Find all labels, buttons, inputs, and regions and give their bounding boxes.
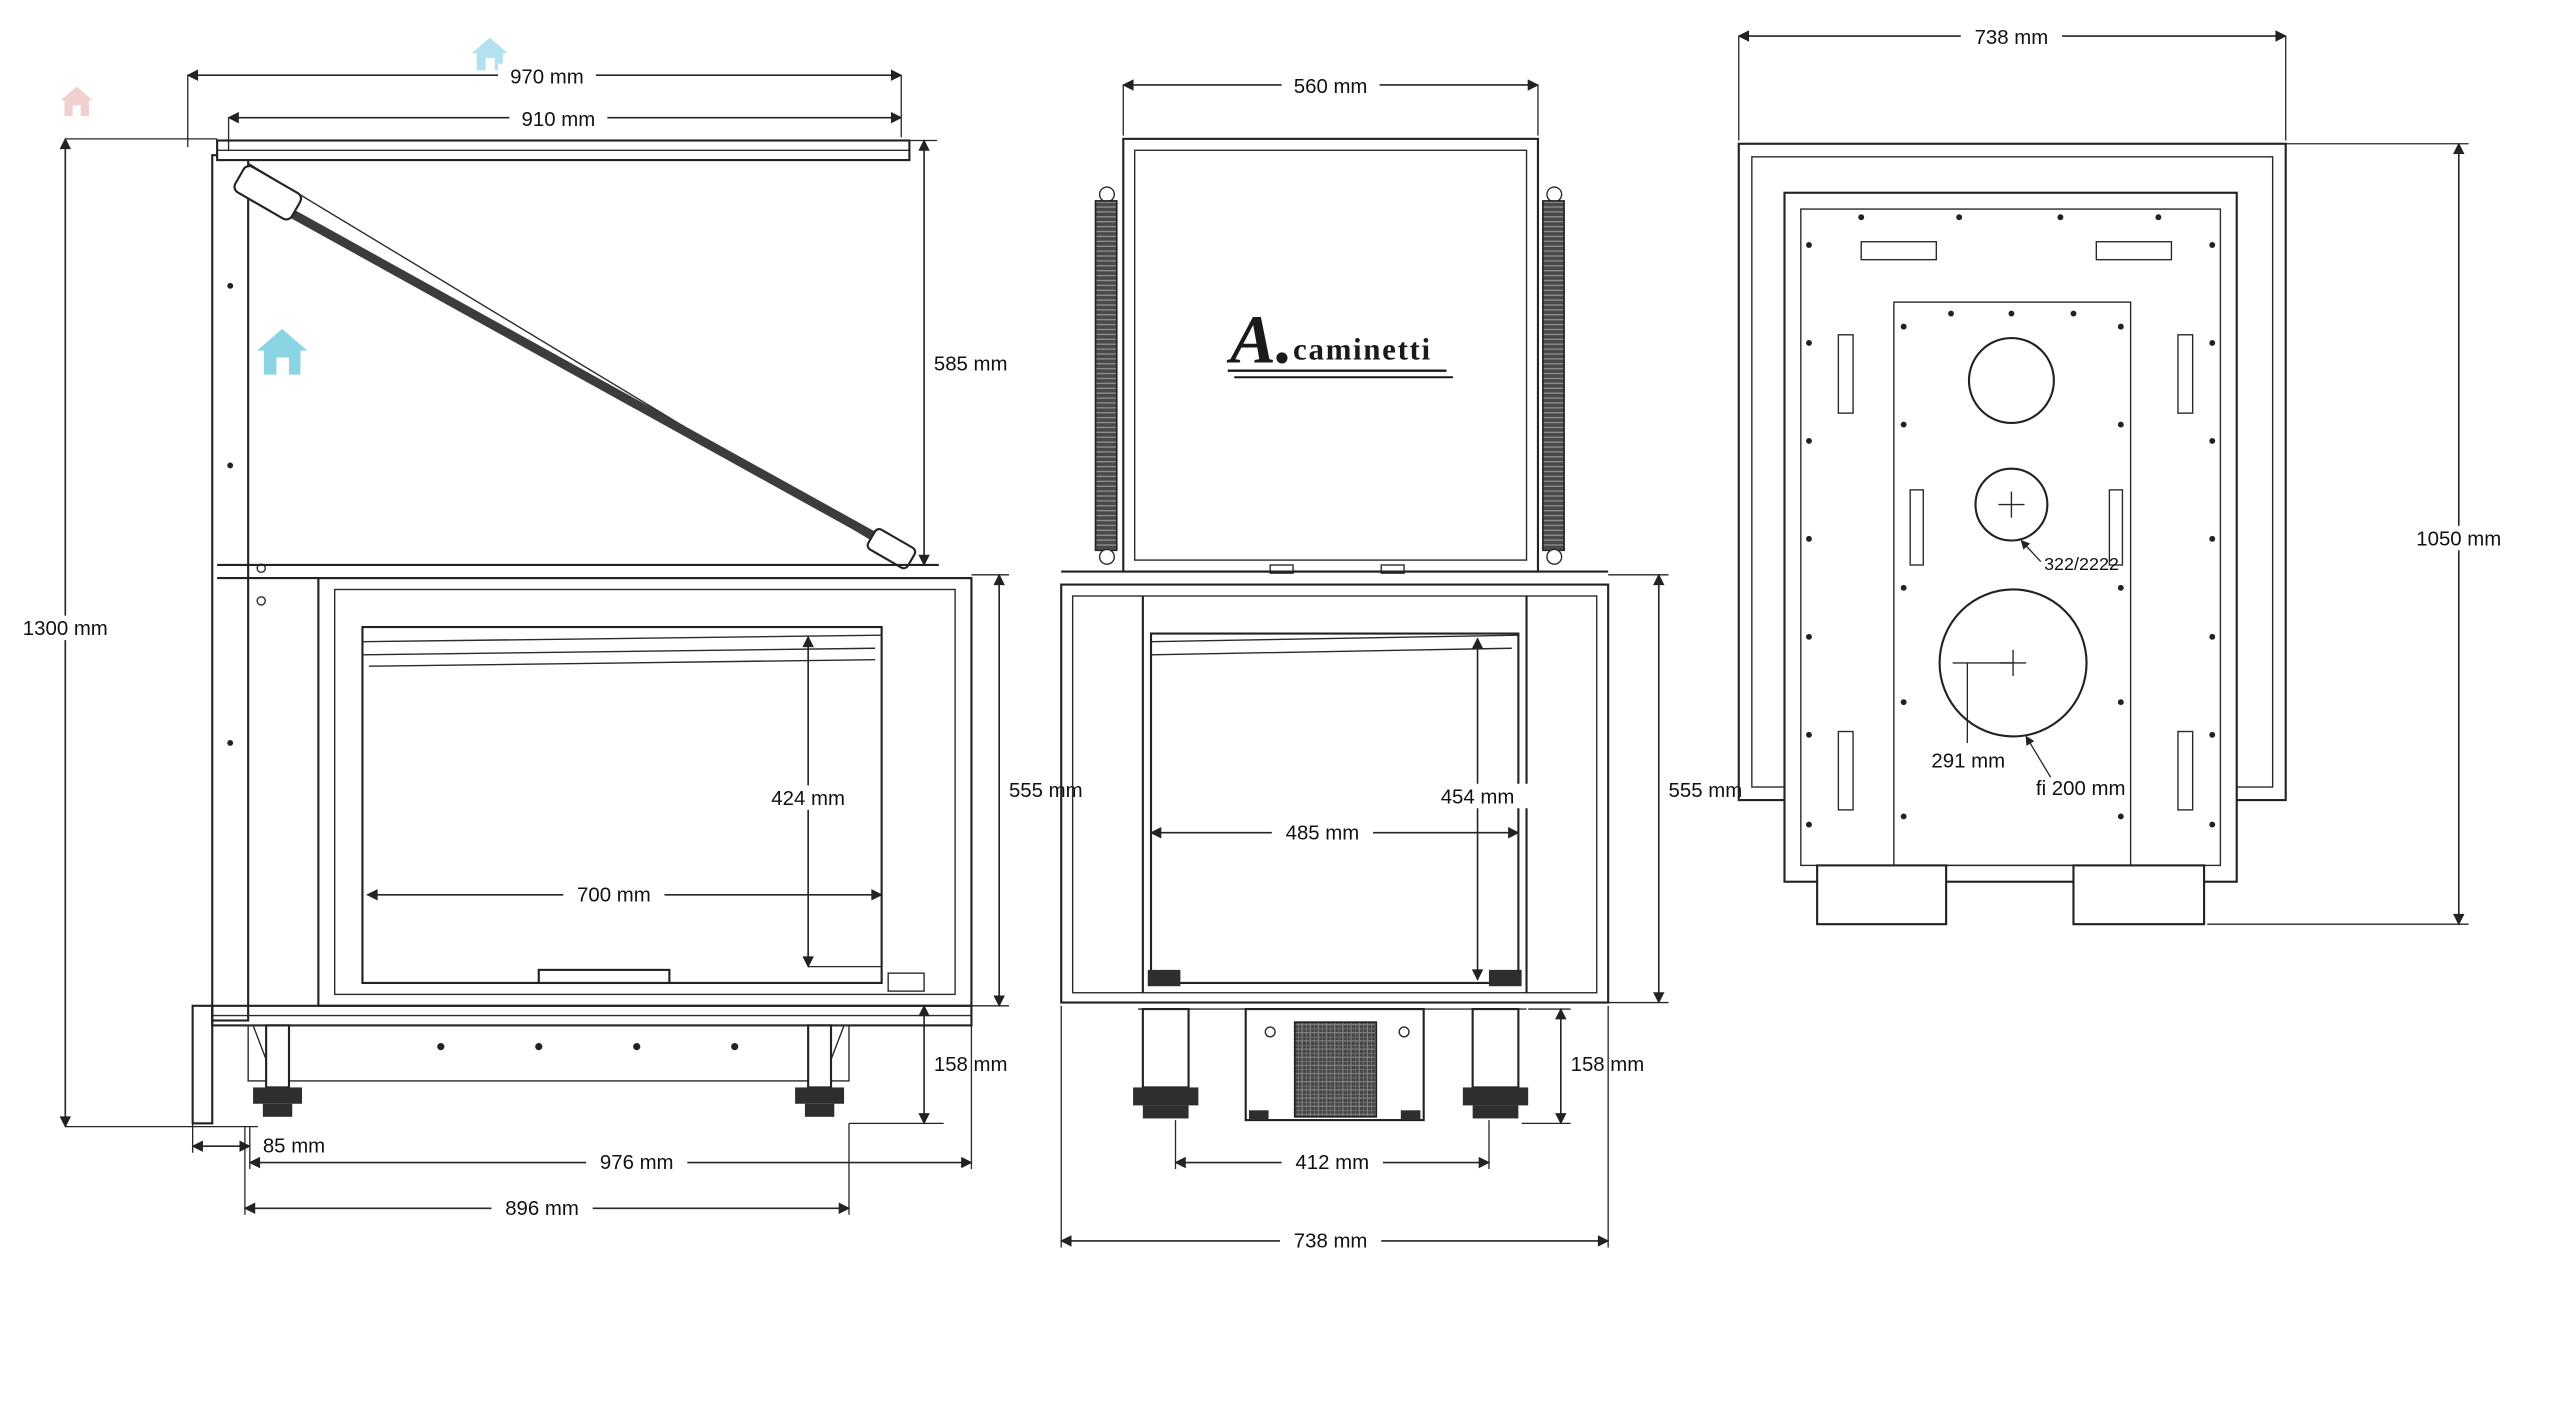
right-rail [1542, 186, 1565, 565]
dim-label-485: 485 mm [1286, 822, 1360, 844]
firebox-front [317, 576, 973, 1007]
dim-label-424: 424 mm [771, 788, 845, 810]
flue-outlet [1938, 588, 2088, 738]
dim-label-412: 412 mm [1295, 1152, 1369, 1174]
dim-label-976: 976 mm [600, 1152, 674, 1174]
upper-outlet [1967, 336, 2055, 425]
dim-label-454: 454 mm [1441, 786, 1515, 808]
side-view: A. caminetti [1060, 73, 1754, 1252]
left-foot [253, 1087, 303, 1104]
base-side [1133, 1008, 1529, 1122]
strut-end [866, 528, 917, 570]
dim-label-front-158: 158 mm [934, 1054, 1008, 1076]
rear-view: 738 mm 1050 mm 322/2222 291 mm fi 200 mm [1737, 24, 2512, 926]
rear-right-leg [2072, 864, 2206, 926]
dim-label-1050: 1050 mm [2416, 528, 2501, 550]
front-view: 1300 mm 970 mm 910 mm 585 mm 555 mm [17, 63, 1094, 1220]
base-front [211, 1004, 973, 1117]
closed-door [1122, 137, 1540, 574]
dim-label-flue: fi 200 mm [2036, 778, 2126, 800]
right-foot-stem [807, 1024, 833, 1089]
back-panel [1783, 191, 2238, 883]
firebox-side [1060, 570, 1610, 1004]
home-icon [256, 328, 308, 375]
dim-label-896: 896 mm [505, 1198, 579, 1220]
rear-dimensions: 738 mm 1050 mm 322/2222 291 mm fi 200 mm [1737, 24, 2512, 926]
panel-bolts [1806, 214, 2216, 828]
dim-label-side-555: 555 mm [1669, 780, 1743, 802]
vent-grill [1293, 1021, 1378, 1118]
vent-slots [1837, 241, 2194, 811]
outlet-spec-label: 322/2222 [2044, 554, 2119, 574]
dim-label-1300: 1300 mm [23, 618, 108, 640]
front-dimensions: 1300 mm 970 mm 910 mm 585 mm 555 mm [17, 63, 1094, 1220]
rear-left-leg [1816, 864, 1948, 926]
center-plate [1893, 301, 2132, 867]
hinge-cylinder [233, 165, 303, 221]
dim-label-560: 560 mm [1294, 76, 1368, 98]
dim-label-rear-738: 738 mm [1975, 27, 2049, 49]
dim-label-910: 910 mm [522, 109, 596, 131]
dim-label-front-555: 555 mm [1009, 780, 1083, 802]
home-icon [471, 37, 508, 71]
left-rail [1094, 186, 1118, 565]
brand-logo-a: A. [1226, 302, 1293, 378]
left-flange [191, 1004, 214, 1125]
dim-label-side-158: 158 mm [1571, 1054, 1645, 1076]
dim-label-970: 970 mm [510, 66, 584, 88]
side-dimensions: 560 mm 454 mm 485 mm 555 mm 158 mm [1060, 73, 1754, 1252]
dim-label-291: 291 mm [1931, 750, 2005, 772]
latch [887, 972, 925, 992]
home-icon [60, 86, 94, 117]
open-door [216, 139, 917, 570]
right-foot [795, 1087, 845, 1104]
dim-label-side-738: 738 mm [1294, 1230, 1368, 1252]
middle-outlet [1974, 467, 2049, 542]
door-handle [537, 968, 671, 985]
dim-label-585: 585 mm [934, 354, 1008, 376]
lift-strut [278, 203, 888, 547]
dim-label-700: 700 mm [577, 884, 651, 906]
brand-logo-text: caminetti [1293, 331, 1432, 366]
dim-label-85: 85 mm [263, 1136, 325, 1158]
rear-outlets [1938, 336, 2088, 743]
left-foot-stem [265, 1024, 291, 1089]
brand-logo: A. caminetti [1226, 302, 1454, 379]
